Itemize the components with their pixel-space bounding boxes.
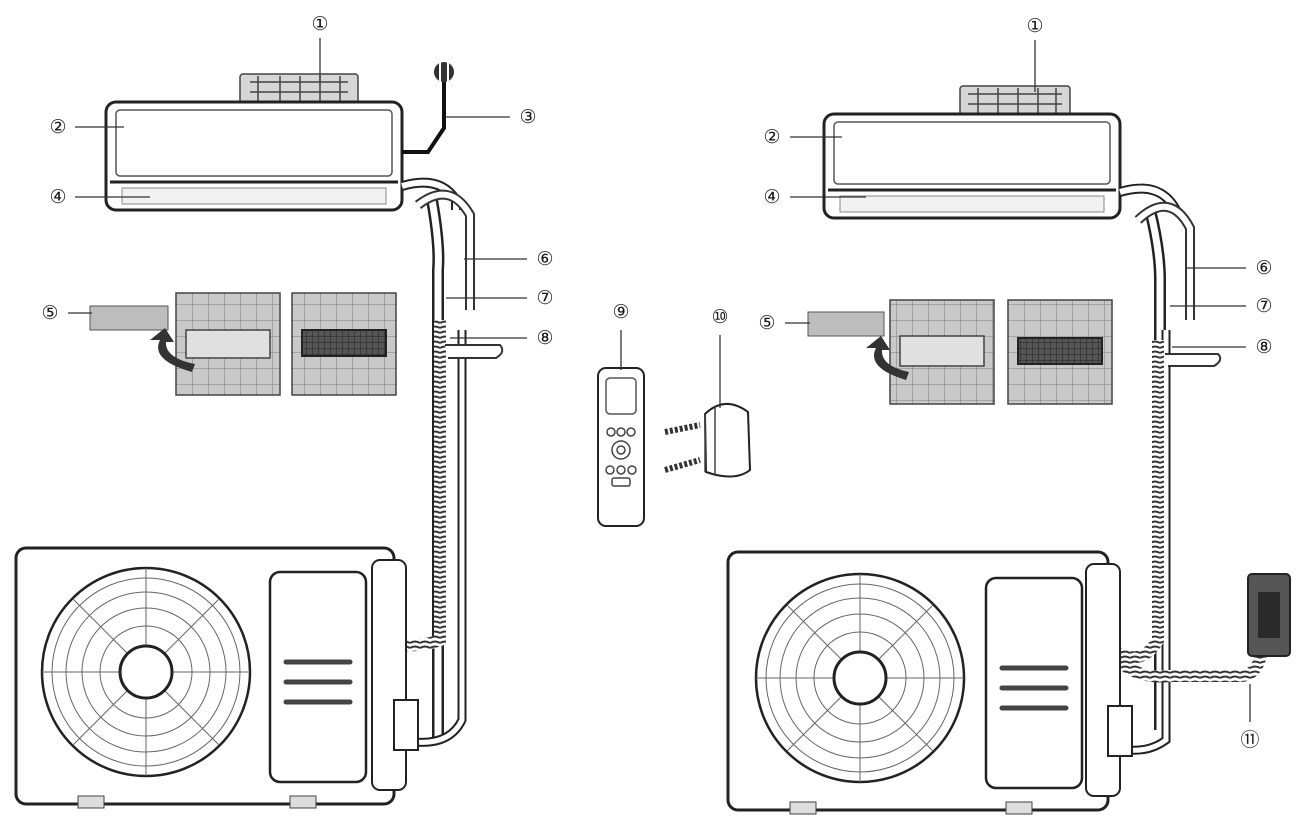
callout-7-right: ⑦ xyxy=(1255,295,1272,317)
callout-6-right: ⑥ xyxy=(1255,257,1272,279)
callout-1-right: ① xyxy=(1026,15,1043,37)
callout-7-left: ⑦ xyxy=(536,287,553,309)
callout-4-right: ④ xyxy=(763,186,780,208)
callout-5-right: ⑤ xyxy=(758,312,775,334)
mounting-plate-right xyxy=(959,85,1071,117)
electrical-box xyxy=(1247,573,1291,657)
callout-3-left: ③ xyxy=(519,106,536,128)
filters-left xyxy=(89,292,397,396)
callouts: ① ② ③ ④ ⑤ ⑥ ⑦ ⑧ ⑨ ⑩ ① ② ④ ⑤ ⑥ ⑦ ⑧ ⑪ xyxy=(41,13,1272,751)
callout-4-left: ④ xyxy=(49,186,66,208)
callout-2-left: ② xyxy=(49,116,66,138)
callout-8-left: ⑧ xyxy=(536,327,553,349)
callout-9: ⑨ xyxy=(612,301,629,323)
piping-right xyxy=(1105,183,1268,755)
callout-11: ⑪ xyxy=(1240,729,1259,751)
outdoor-unit-left xyxy=(14,546,419,809)
callout-8-right: ⑧ xyxy=(1255,336,1272,358)
leader-lines xyxy=(68,38,1251,722)
mounting-plate-left xyxy=(239,73,359,107)
left-system xyxy=(14,62,504,809)
callout-6-left: ⑥ xyxy=(536,248,553,270)
right-system xyxy=(726,85,1291,815)
callout-10: ⑩ xyxy=(711,306,728,328)
outdoor-unit-right xyxy=(726,550,1133,815)
callout-1-left: ① xyxy=(311,13,328,35)
indoor-unit-right xyxy=(822,112,1122,220)
piping-left xyxy=(387,177,504,747)
indoor-unit-left xyxy=(104,100,404,212)
filters-right xyxy=(807,299,1113,405)
remote-control xyxy=(597,367,645,527)
power-cable-left xyxy=(402,62,454,154)
callout-5-left: ⑤ xyxy=(41,302,58,324)
remote-holder xyxy=(664,403,752,478)
callout-2-right: ② xyxy=(763,126,780,148)
